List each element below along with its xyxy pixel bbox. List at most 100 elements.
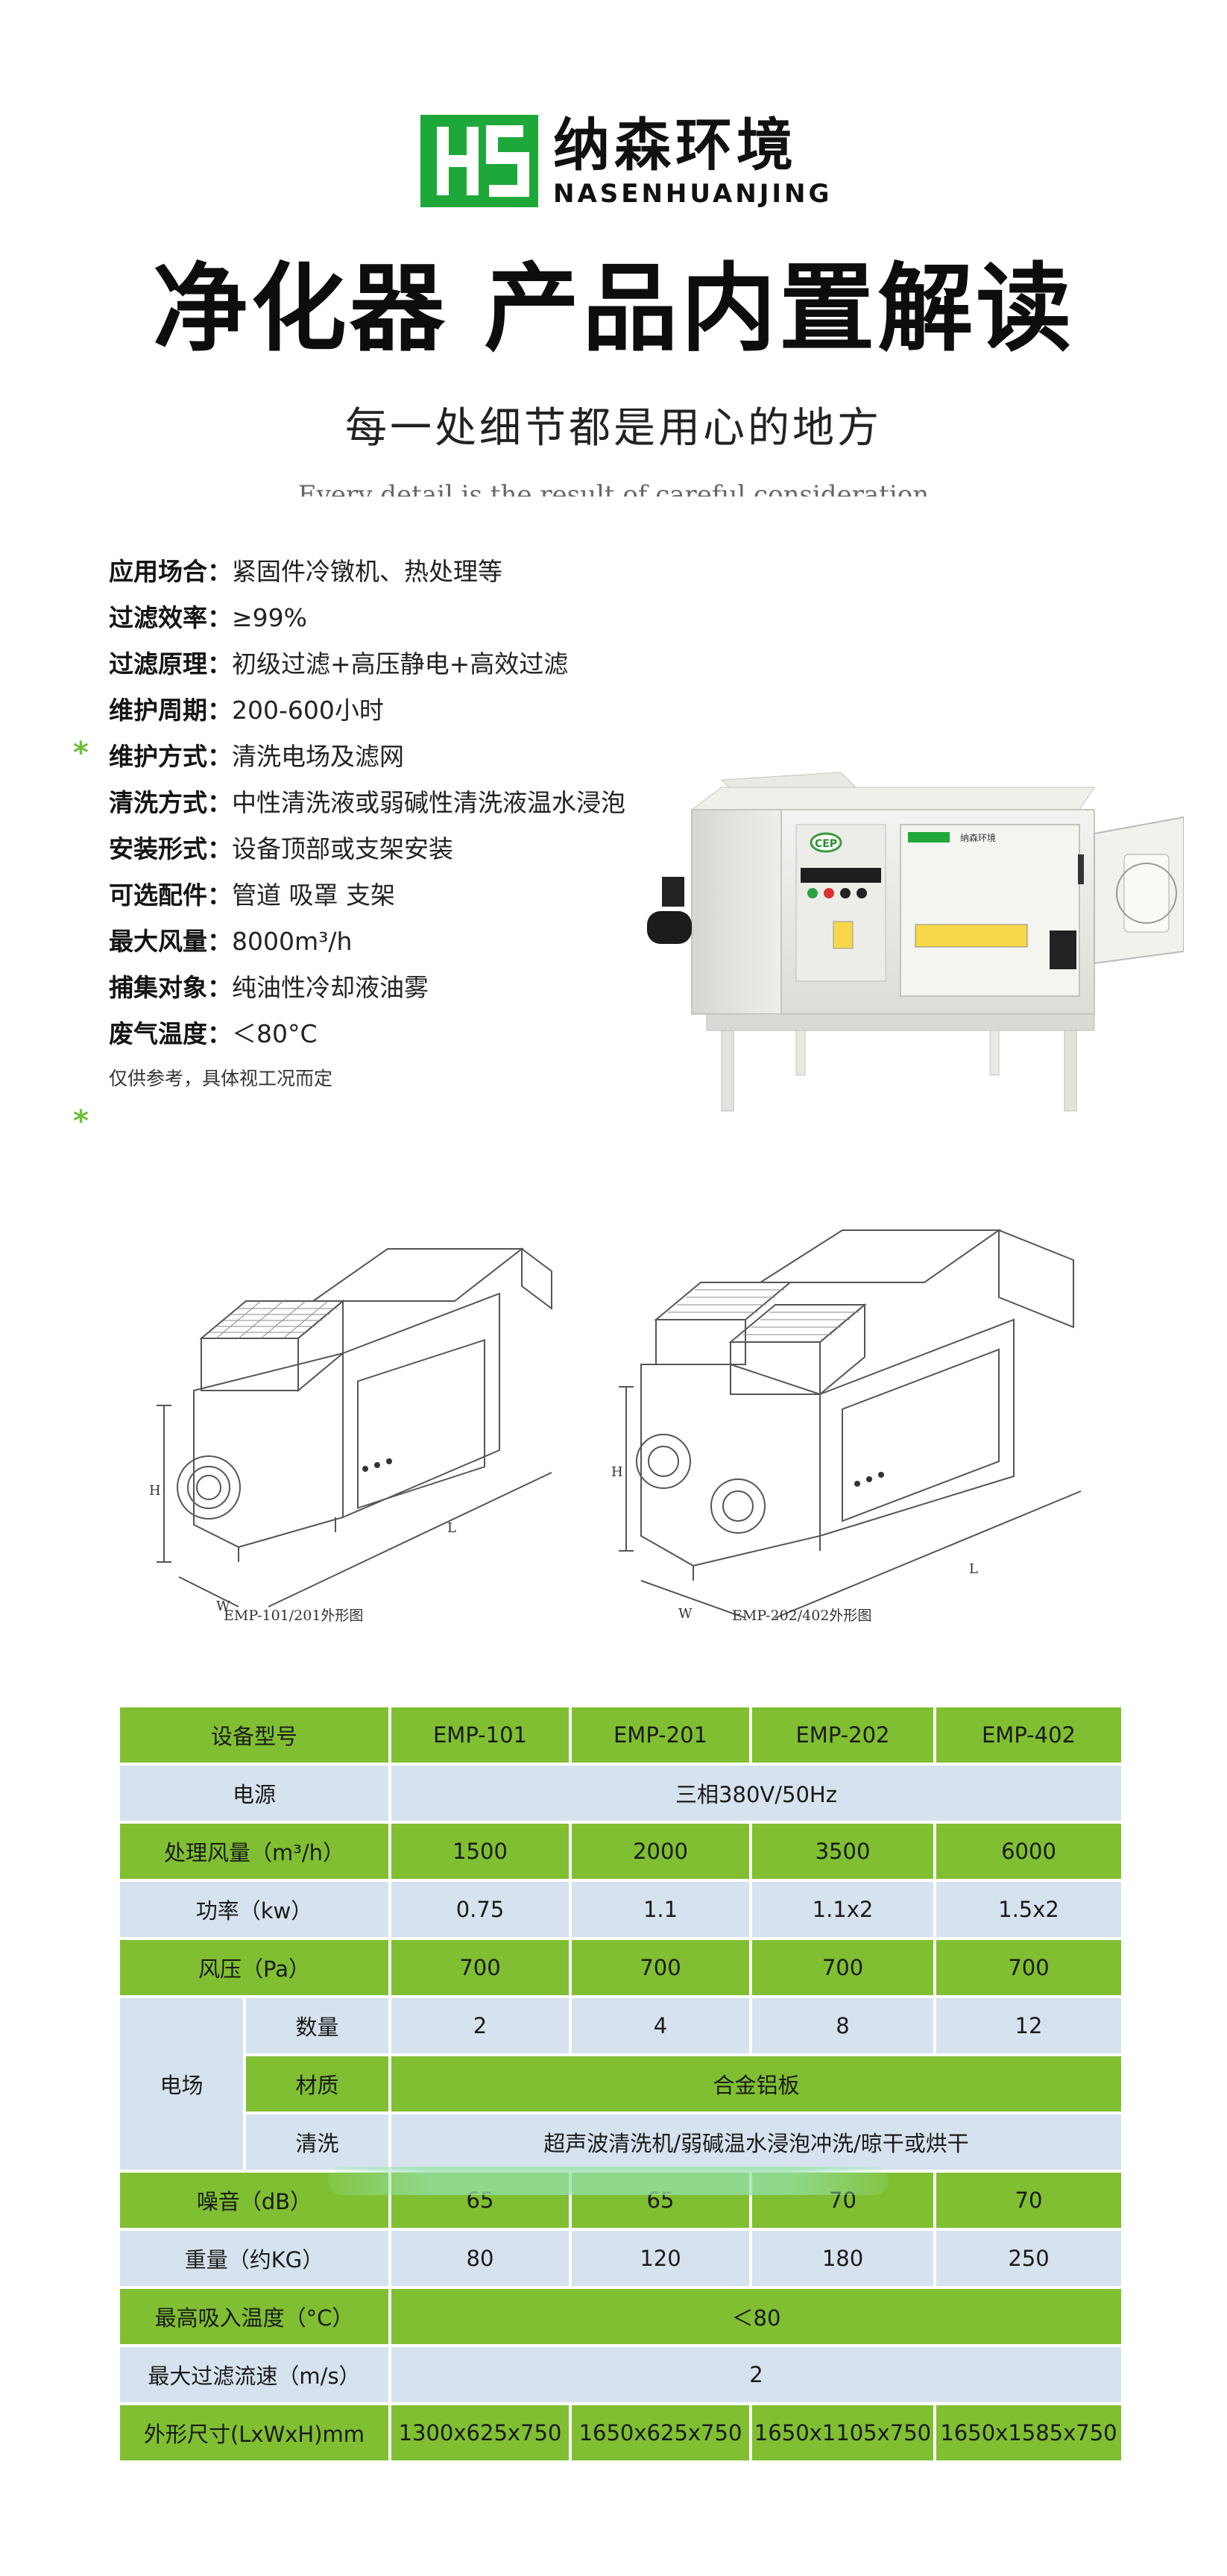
table-cell: 2 bbox=[391, 2347, 1121, 2402]
spec-value: 初级过滤+高压静电+高效过滤 bbox=[232, 649, 569, 678]
spec-label: 清洗方式： bbox=[109, 788, 232, 817]
dim-w-label: W bbox=[216, 1599, 230, 1614]
table-cell: 80 bbox=[391, 2231, 569, 2286]
spec-row: 应用场合：紧固件冷镦机、热处理等 bbox=[109, 549, 705, 595]
spec-list: 应用场合：紧固件冷镦机、热处理等 过滤效率：≥99% 过滤原理：初级过滤+高压静… bbox=[109, 549, 705, 1057]
table-cell: 三相380V/50Hz bbox=[391, 1766, 1121, 1821]
table-cell: 1650x1585x750 bbox=[936, 2405, 1121, 2460]
table-row: 设备型号 EMP-101 EMP-201 EMP-202 EMP-402 bbox=[120, 1707, 1121, 1763]
field-group-label: 电场 bbox=[120, 1998, 243, 2170]
table-cell: 1650x625x750 bbox=[572, 2405, 749, 2460]
model-cell: EMP-402 bbox=[936, 1707, 1121, 1763]
brand-name-en: NASENHUANJING bbox=[553, 179, 833, 209]
spec-label: 废气温度： bbox=[109, 1019, 232, 1048]
spec-row: 过滤原理：初级过滤+高压静电+高效过滤 bbox=[109, 641, 705, 687]
table-cell: 180 bbox=[752, 2231, 933, 2286]
table-cell: 700 bbox=[391, 1940, 569, 1995]
model-cell: EMP-202 bbox=[752, 1707, 933, 1763]
table-cell: 700 bbox=[936, 1940, 1121, 1995]
spec-value: 设备顶部或支架安装 bbox=[232, 834, 453, 863]
brand-logo-mark bbox=[420, 115, 538, 207]
table-cell: 0.75 bbox=[391, 1882, 569, 1937]
table-cell: 1500 bbox=[391, 1824, 569, 1879]
spec-row: 安装形式：设备顶部或支架安装 bbox=[109, 826, 705, 872]
table-cell: 250 bbox=[936, 2231, 1121, 2286]
row-label: 处理风量（m³/h） bbox=[120, 1824, 388, 1879]
drawing-caption-2: EMP-202/402外形图 bbox=[732, 1607, 872, 1624]
table-cell: 70 bbox=[752, 2173, 933, 2228]
dim-l-label: L bbox=[447, 1520, 456, 1536]
table-row: 功率（kw） 0.75 1.1 1.1x2 1.5x2 bbox=[120, 1882, 1121, 1937]
table-cell: 2 bbox=[391, 1998, 569, 2053]
spec-value: 清洗电场及滤网 bbox=[232, 742, 404, 771]
spec-note: 仅供参考，具体视工况而定 bbox=[109, 1068, 333, 1089]
page-subtitle: 每一处细节都是用心的地方 bbox=[345, 404, 882, 453]
table-cell: 2000 bbox=[572, 1824, 749, 1879]
spec-label: 维护方式： bbox=[109, 742, 232, 771]
dim-w-label: W bbox=[678, 1606, 693, 1622]
spec-label: 过滤原理： bbox=[109, 649, 232, 678]
model-cell: EMP-101 bbox=[391, 1707, 569, 1763]
star-icon: * bbox=[73, 1104, 89, 1139]
spec-row: 维护周期：200-600小时 bbox=[109, 687, 705, 734]
dim-h-label: H bbox=[149, 1483, 161, 1499]
spec-label: 可选配件： bbox=[109, 881, 232, 910]
brand-name-cn: 纳森环境 bbox=[553, 112, 798, 178]
table-cell: 3500 bbox=[752, 1824, 933, 1879]
table-cell: 超声波清洗机/弱碱温水浸泡冲洗/晾干或烘干 bbox=[391, 2114, 1121, 2170]
purifier-photo: CEP 纳森环境 bbox=[647, 772, 1184, 1112]
table-cell: ＜80 bbox=[391, 2289, 1121, 2344]
star-icon: * bbox=[73, 736, 89, 770]
spec-label: 维护周期： bbox=[109, 696, 232, 725]
spec-value: ≥99% bbox=[232, 603, 307, 632]
spec-value: ＜80°C bbox=[232, 1019, 318, 1048]
table-row: 电源 三相380V/50Hz bbox=[120, 1766, 1121, 1821]
row-label: 风压（Pa） bbox=[120, 1940, 388, 1995]
table-row: 最高吸入温度（°C） ＜80 bbox=[120, 2289, 1121, 2344]
spec-label: 最大风量： bbox=[109, 927, 232, 956]
spec-row: 捕集对象：纯油性冷却液油雾 bbox=[109, 965, 705, 1011]
table-cell: 12 bbox=[936, 1998, 1121, 2053]
table-cell: 6000 bbox=[936, 1824, 1121, 1879]
table-cell: 1650x1105x750 bbox=[752, 2405, 933, 2460]
model-cell: EMP-201 bbox=[572, 1707, 749, 1763]
page-subtitle-en-clip: Every detail is the result of careful co… bbox=[0, 474, 1227, 497]
table-row: 处理风量（m³/h） 1500 2000 3500 6000 bbox=[120, 1824, 1121, 1879]
spec-row: 可选配件：管道 吸罩 支架 bbox=[109, 872, 705, 919]
page-subtitle-en: Every detail is the result of careful co… bbox=[297, 480, 930, 497]
table-cell: 65 bbox=[572, 2173, 749, 2228]
spec-value: 紧固件冷镦机、热处理等 bbox=[232, 557, 502, 586]
drawing-emp-202-402: H W L bbox=[611, 1229, 1082, 1622]
spec-label: 过滤效率： bbox=[109, 603, 232, 632]
spec-label: 应用场合： bbox=[109, 557, 232, 586]
table-cell: 8 bbox=[752, 1998, 933, 2053]
row-label: 噪音（dB） bbox=[120, 2173, 388, 2228]
table-cell: 65 bbox=[391, 2173, 569, 2228]
table-cell: 合金铝板 bbox=[391, 2056, 1121, 2111]
page-title: 净化器 产品内置解读 bbox=[152, 253, 1075, 365]
spec-row: 废气温度：＜80°C bbox=[109, 1011, 705, 1057]
spec-value: 8000m³/h bbox=[232, 927, 353, 956]
table-cell: 4 bbox=[572, 1998, 749, 2053]
table-row: 清洗 超声波清洗机/弱碱温水浸泡冲洗/晾干或烘干 bbox=[120, 2114, 1121, 2170]
dim-h-label: H bbox=[611, 1464, 623, 1480]
spec-value: 管道 吸罩 支架 bbox=[232, 881, 395, 910]
table-cell: 1300x625x750 bbox=[391, 2405, 569, 2460]
row-label: 重量（约KG） bbox=[120, 2231, 388, 2286]
photo-badge: CEP bbox=[815, 838, 837, 850]
row-label: 功率（kw） bbox=[120, 1882, 388, 1937]
table-row: 电场 数量 2 4 8 12 bbox=[120, 1998, 1121, 2170]
table-cell: 120 bbox=[572, 2231, 749, 2286]
row-label: 清洗 bbox=[246, 2114, 388, 2170]
spec-value: 200-600小时 bbox=[232, 696, 384, 725]
table-cell: 70 bbox=[936, 2173, 1121, 2228]
table-row: 最大过滤流速（m/s） 2 bbox=[120, 2347, 1121, 2402]
row-label: 外形尺寸(LxWxH)mm bbox=[120, 2405, 388, 2460]
spec-row: 清洗方式：中性清洗液或弱碱性清洗液温水浸泡 bbox=[109, 780, 705, 826]
spec-row: 维护方式：清洗电场及滤网 bbox=[109, 734, 705, 780]
table-row: 噪音（dB） 65 65 70 70 bbox=[120, 2173, 1121, 2228]
table-row: 外形尺寸(LxWxH)mm 1300x625x750 1650x625x750 … bbox=[120, 2405, 1121, 2460]
table-cell: 1.1x2 bbox=[752, 1882, 933, 1937]
row-label: 数量 bbox=[246, 1998, 388, 2053]
table-row: 风压（Pa） 700 700 700 700 bbox=[120, 1940, 1121, 1995]
